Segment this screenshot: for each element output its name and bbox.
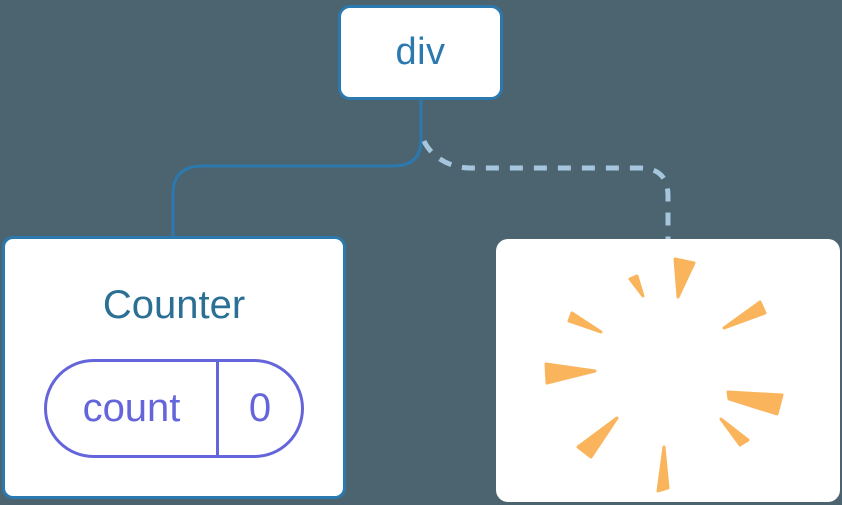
poof-wedge bbox=[567, 311, 603, 334]
poof-wedge bbox=[673, 257, 696, 299]
poof-wedge bbox=[726, 390, 784, 416]
poof-wedge bbox=[719, 417, 750, 447]
div-node-label: div bbox=[395, 31, 446, 73]
poof-wedge bbox=[576, 416, 619, 459]
state-value-cell: 0 bbox=[219, 362, 301, 455]
poof-wedge bbox=[722, 300, 767, 330]
counter-component-title: Counter bbox=[102, 283, 246, 327]
state-value-label: 0 bbox=[248, 386, 272, 430]
state-key-label: count bbox=[82, 386, 181, 430]
dashed-connector-line bbox=[421, 139, 671, 240]
tree-node-counter: Counter count 0 bbox=[2, 236, 346, 499]
state-key-cell: count bbox=[47, 362, 219, 455]
poof-starburst-icon bbox=[544, 257, 784, 493]
state-pill: count 0 bbox=[44, 359, 304, 458]
tree-node-div: div bbox=[338, 5, 503, 100]
poof-wedge bbox=[656, 445, 670, 493]
solid-connector-line bbox=[171, 98, 423, 240]
poof-wedge bbox=[544, 362, 597, 385]
tree-node-removed bbox=[496, 239, 840, 502]
poof-wedge bbox=[628, 274, 645, 298]
